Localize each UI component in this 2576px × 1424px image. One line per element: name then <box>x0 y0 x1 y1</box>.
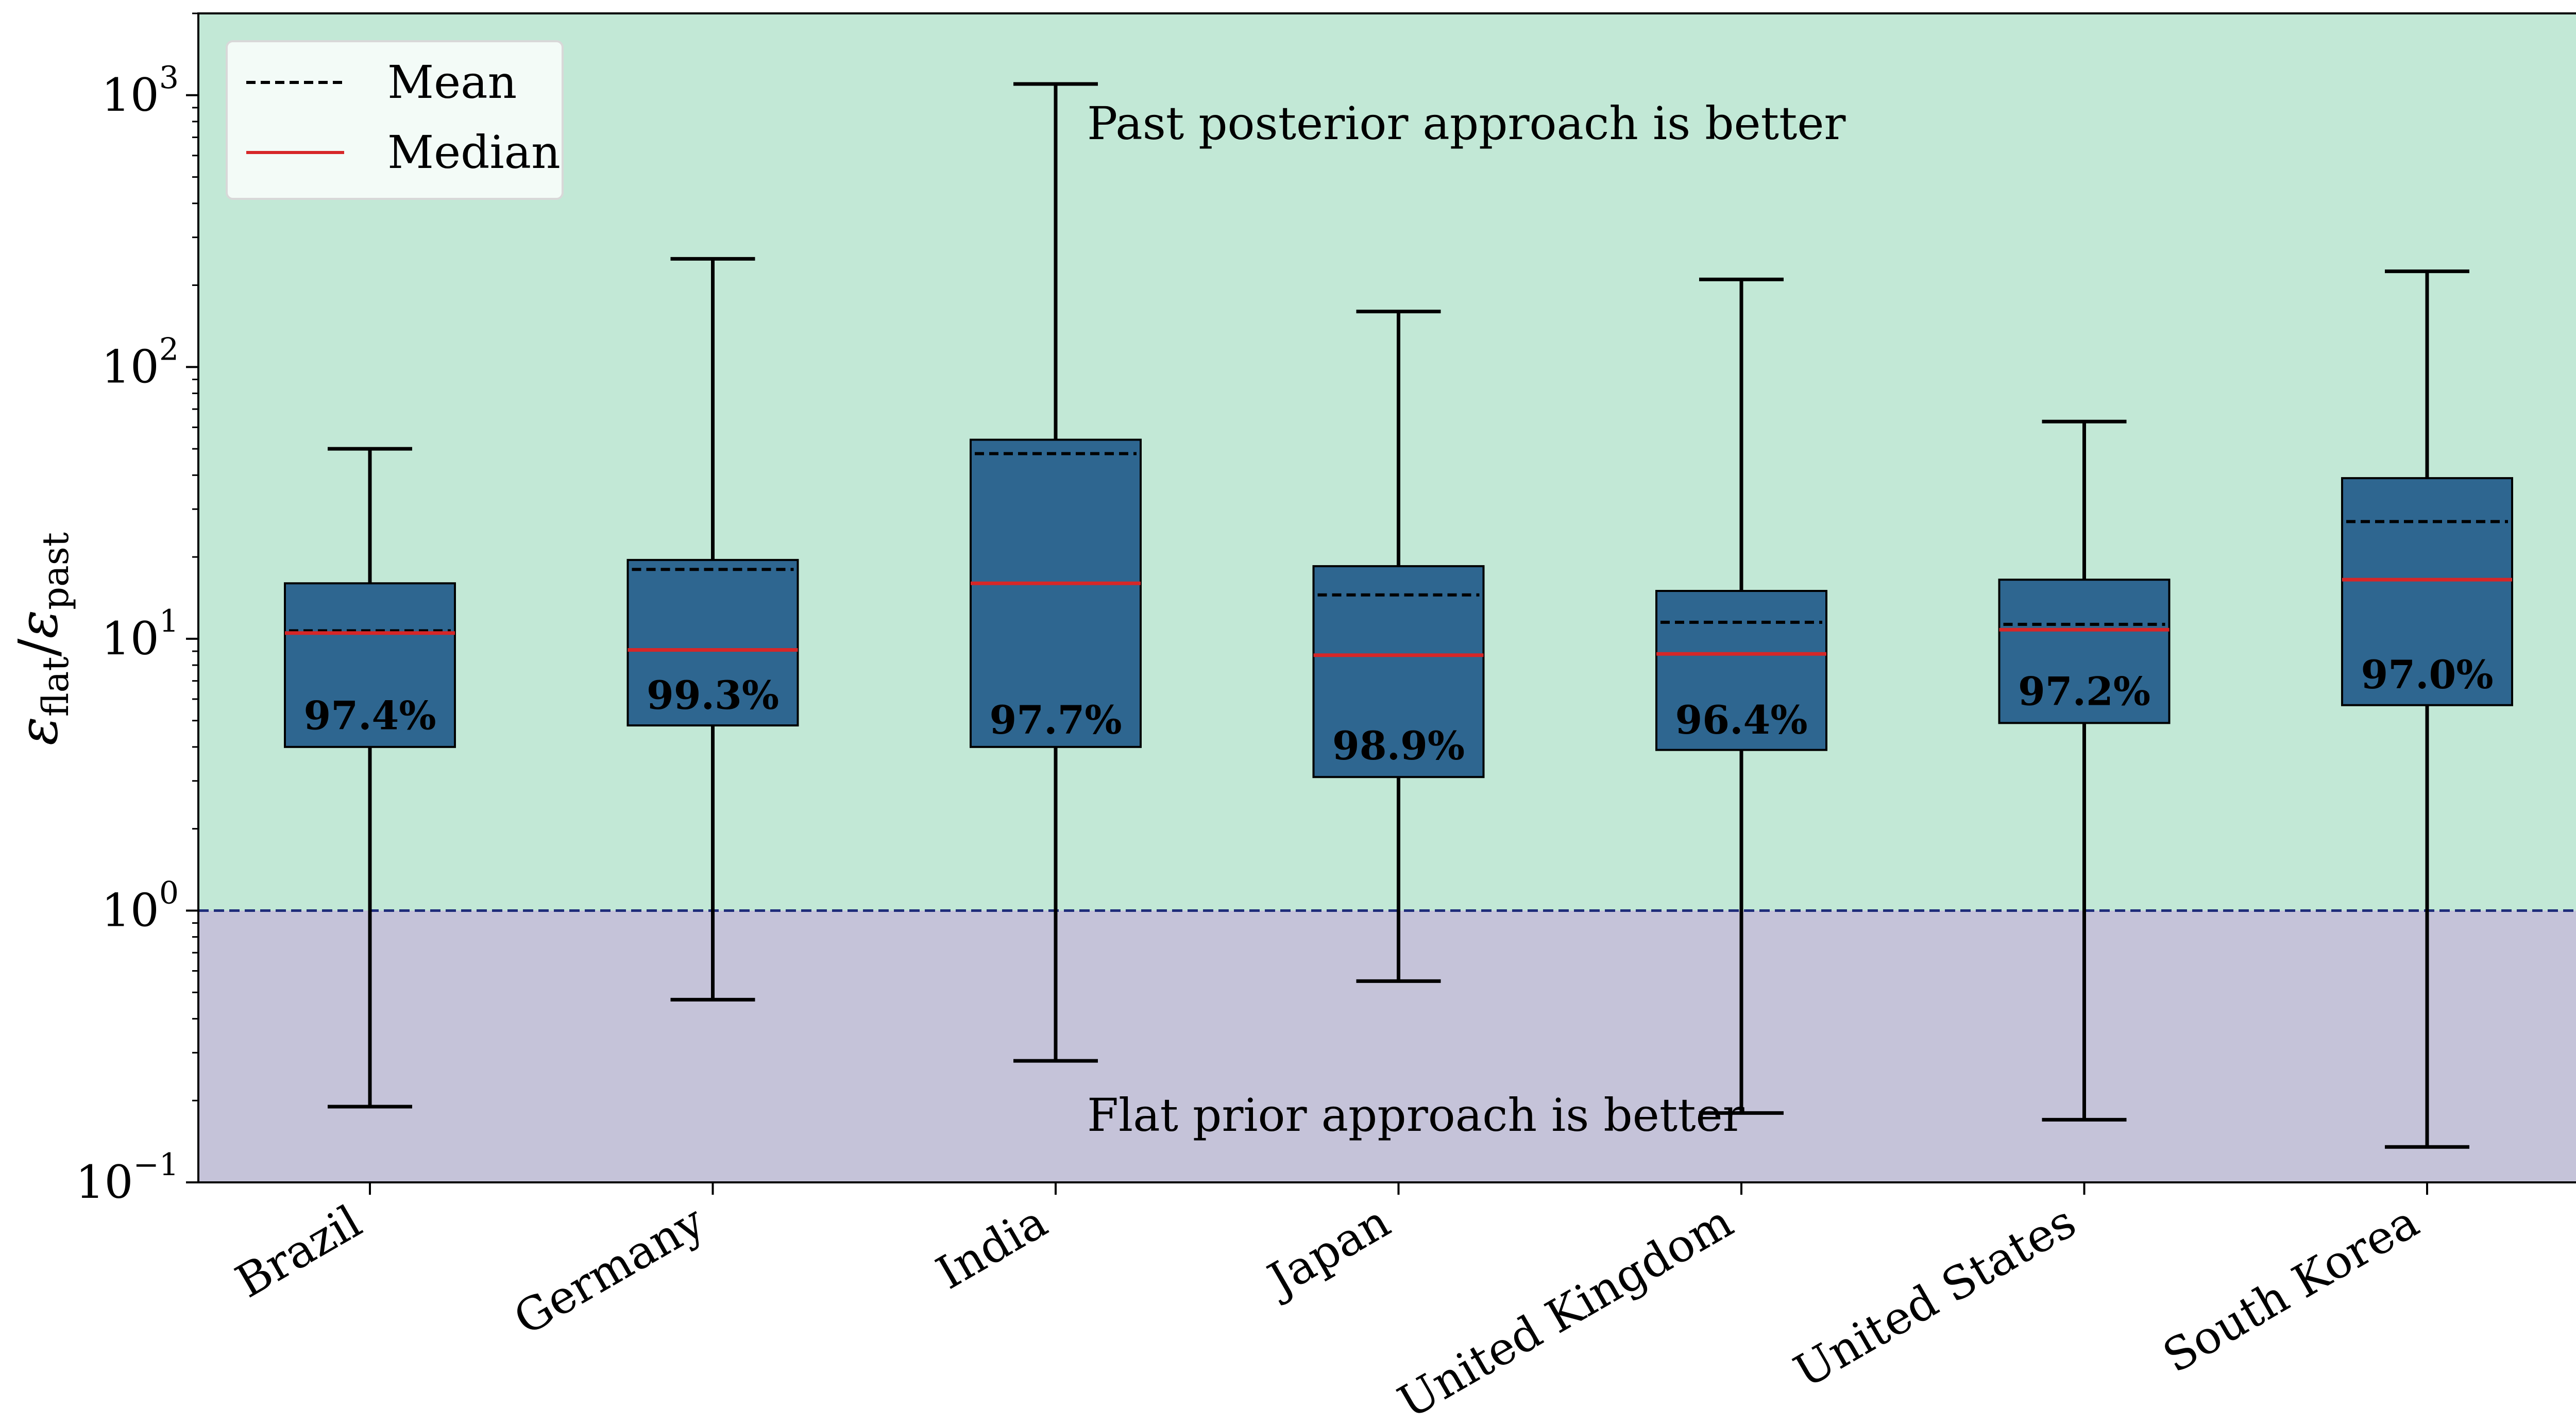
plot-frame <box>197 12 2576 1183</box>
box-germany: 99.3% <box>626 257 799 1002</box>
box-brazil: 97.4% <box>284 447 456 1109</box>
box-annotation: 97.4% <box>303 692 436 738</box>
y-tick-label: 102 <box>101 331 179 393</box>
box-series: 97.4% 99.3% 97.7% 98.9% 96.4% 97.2% 97.0% <box>284 82 2513 1149</box>
y-tick-label: 100 <box>101 875 179 937</box>
box-annotation: 97.0% <box>2361 652 2493 698</box>
box-annotation: 98.9% <box>1332 723 1465 769</box>
box-annotation: 96.4% <box>1675 697 1807 743</box>
box-annotation: 97.2% <box>2018 669 2150 715</box>
x-tick-label: Japan <box>1256 1195 1399 1308</box>
iqr-box <box>1998 579 2171 724</box>
y-axis-label-text: εflat/εpast <box>7 532 77 745</box>
x-tick-label: United Kingdom <box>1389 1195 1741 1424</box>
box-united-kingdom: 96.4% <box>1655 277 1827 1115</box>
y-tick-label: 10−1 <box>76 1147 179 1209</box>
box-united-states: 97.2% <box>1998 419 2171 1122</box>
region-1 <box>198 910 2576 1182</box>
box-south-korea: 97.0% <box>2341 269 2513 1149</box>
x-tick-label: South Korea <box>2154 1195 2427 1383</box>
iqr-box <box>2341 477 2513 706</box>
iqr-box <box>626 558 799 727</box>
x-tick-label: Germany <box>505 1195 713 1346</box>
box-annotation: 97.7% <box>989 697 1122 743</box>
iqr-box <box>284 582 456 748</box>
iqr-box <box>1655 590 1827 751</box>
y-axis-label: εflat/εpast <box>7 532 77 745</box>
x-tick-label: India <box>927 1195 1056 1299</box>
box-annotation: 99.3% <box>647 672 779 718</box>
legend-label-median: Median <box>387 126 561 179</box>
x-tick-label: United States <box>1785 1195 2084 1398</box>
region-label-0: Past posterior approach is better <box>1087 97 1846 150</box>
y-tick-label: 103 <box>101 60 179 122</box>
legend-box <box>226 40 564 200</box>
box-japan: 98.9% <box>1312 310 1485 983</box>
region-label-1: Flat prior approach is better <box>1087 1089 1745 1142</box>
box-india: 97.7% <box>970 82 1142 1063</box>
iqr-box <box>1312 565 1485 778</box>
y-tick-label: 101 <box>101 603 179 665</box>
x-tick-label: Brazil <box>227 1195 370 1308</box>
legend-label-mean: Mean <box>387 56 517 109</box>
iqr-box <box>970 438 1142 748</box>
